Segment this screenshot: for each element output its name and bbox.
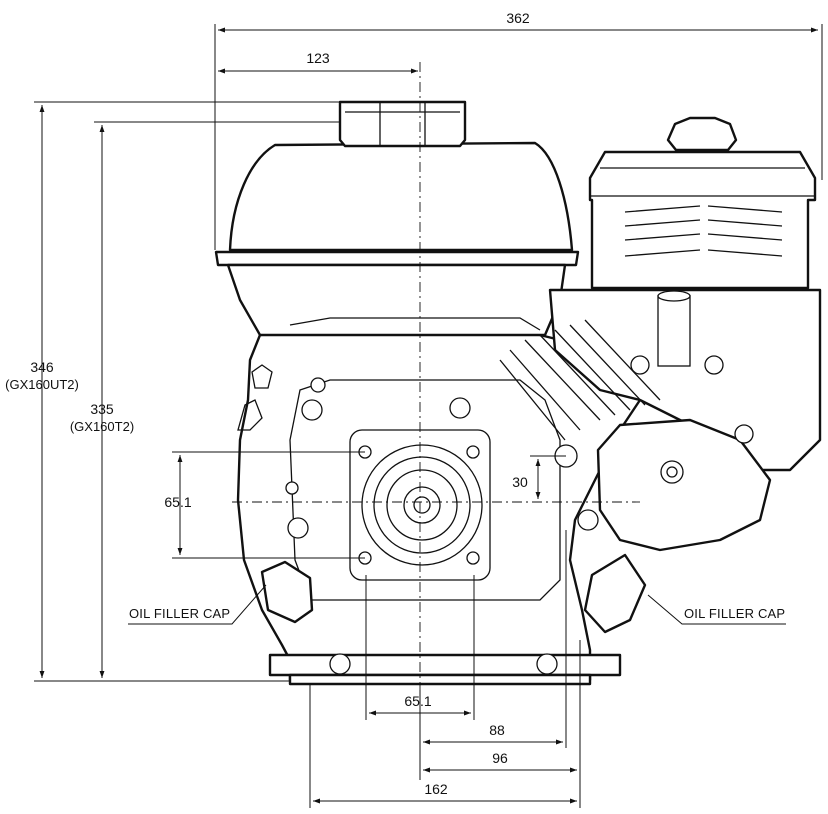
dim-overall-width: 362: [506, 10, 530, 26]
dim-mount-horizontal: 65.1: [404, 693, 431, 709]
fuel-tank-band: [214, 250, 580, 267]
dimension-labels: 362 123 346 (GX160UT2) 335 (GX160T2) 65.…: [5, 10, 530, 797]
dim-height-t2: 335: [90, 401, 114, 417]
oil-filler-cap-left: [260, 560, 314, 624]
air-cleaner-knob: [666, 116, 738, 152]
fuel-cap: [338, 100, 467, 148]
dim-model-ut2: (GX160UT2): [5, 377, 79, 392]
callout-leaders: [128, 584, 786, 625]
dim-base-96: 96: [492, 750, 508, 766]
engine-body: [214, 100, 822, 686]
dim-mount-vertical: 65.1: [164, 494, 191, 510]
center-lines: [232, 62, 640, 690]
dim-tank-offset: 123: [306, 50, 330, 66]
dim-height-ut2: 346: [30, 359, 54, 375]
tank-lower-rib: [289, 317, 541, 331]
air-cleaner-vents: [624, 205, 783, 257]
dim-base-162: 162: [424, 781, 448, 797]
dimension-lines: [34, 24, 823, 808]
oil-filler-cap-left-label: OIL FILLER CAP: [129, 606, 230, 621]
exhaust-stub: [657, 295, 691, 367]
fuel-tank: [228, 141, 574, 252]
oil-filler-cap-right-label: OIL FILLER CAP: [684, 606, 785, 621]
dim-base-88: 88: [489, 722, 505, 738]
foot-bolt-left: [329, 653, 351, 675]
mounting-base: [268, 653, 622, 677]
dim-model-t2: (GX160T2): [70, 419, 134, 434]
cooling-fins: [499, 319, 661, 441]
dim-shaft-offset: 30: [512, 474, 528, 490]
callout-labels: OIL FILLER CAP OIL FILLER CAP: [129, 606, 785, 621]
fuel-tank-lower: [226, 263, 567, 337]
crankcase-bolts: [285, 377, 754, 539]
oil-filler-cap-right: [583, 553, 647, 634]
air-cleaner: [588, 150, 817, 290]
side-cover: [596, 418, 772, 552]
foot-bolt-right: [536, 653, 558, 675]
